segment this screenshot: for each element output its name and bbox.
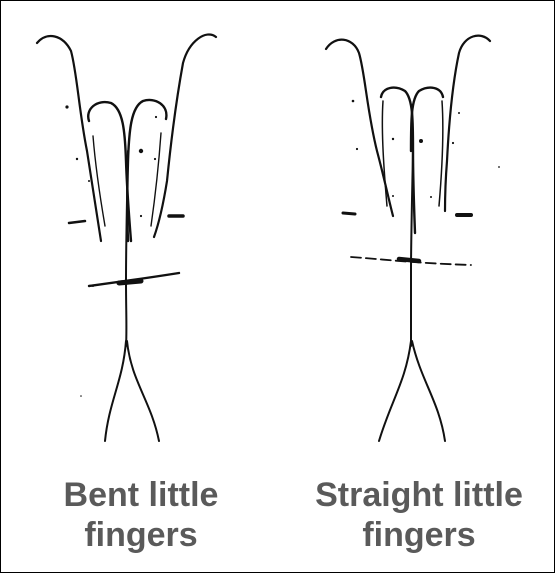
caption-bent-little-fingers: Bent little fingers	[29, 475, 253, 555]
bent-fingers-sketch	[37, 35, 216, 441]
right-leg	[127, 341, 159, 441]
right-little-finger-outline-straight	[445, 36, 490, 211]
left-ring-finger-outline	[88, 102, 131, 241]
left-leg	[105, 341, 126, 441]
left-leg-straight	[379, 341, 411, 441]
stem-line-straight	[411, 151, 413, 346]
right-ring-finger-outline	[127, 100, 166, 241]
left-ring-finger-outline-straight	[381, 88, 415, 233]
caption-straight-little-fingers: Straight little fingers	[289, 475, 549, 555]
left-dots	[65, 105, 157, 396]
caption-bent-line-1: Bent little	[29, 475, 253, 515]
right-ring-finger-outline-straight	[411, 88, 443, 151]
right-dots	[352, 100, 500, 198]
straight-fingers-sketch	[326, 36, 500, 441]
caption-straight-line-2: fingers	[289, 515, 549, 555]
right-little-finger-outline	[154, 35, 216, 237]
left-little-finger-outline	[37, 36, 101, 241]
caption-bent-line-2: fingers	[29, 515, 253, 555]
right-leg-straight	[412, 341, 445, 441]
caption-straight-line-1: Straight little	[289, 475, 549, 515]
